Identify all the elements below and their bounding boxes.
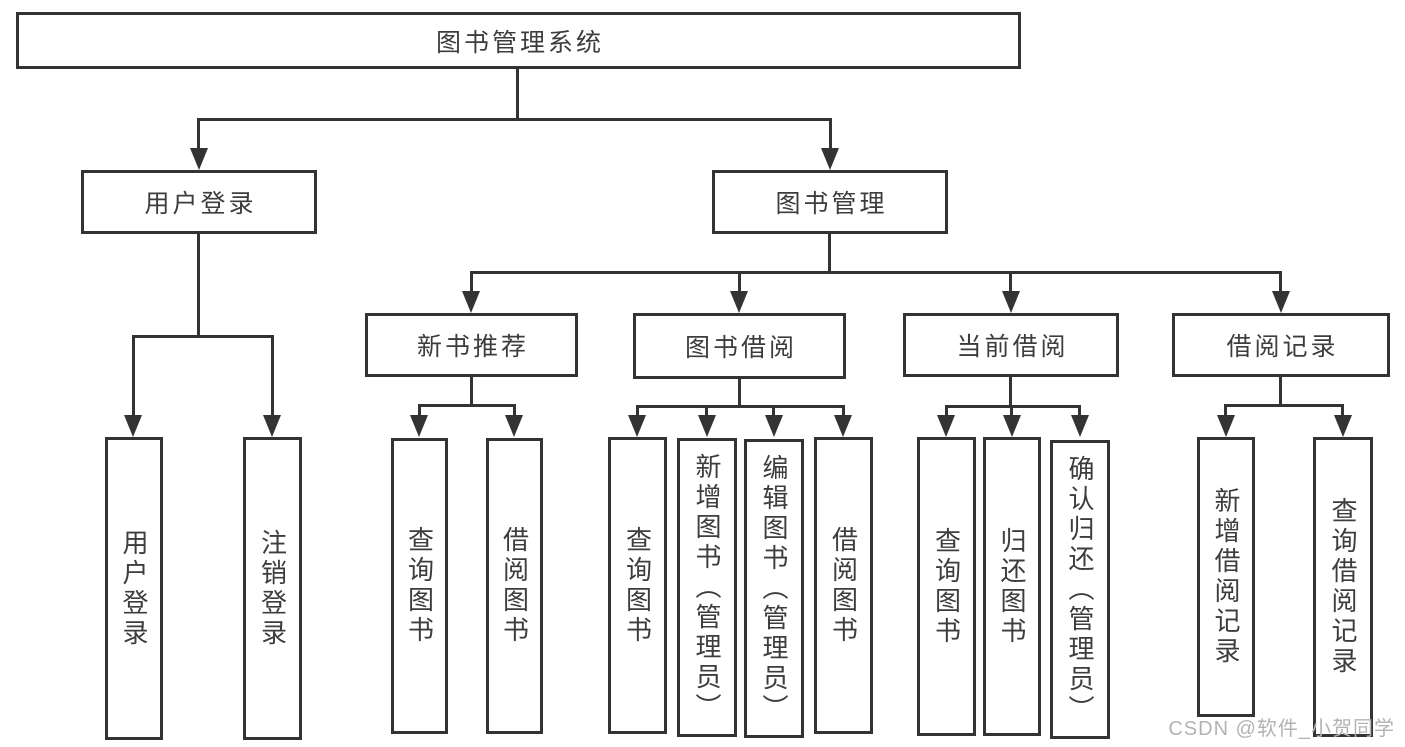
connector-book-borrowing-drop-2 [705,405,708,418]
node-label: 注销登录 [257,528,288,649]
node-borrowing-records: 借阅记录 [1172,313,1390,377]
connector-drop-current-borrowing [1009,271,1012,293]
connector-book-borrowing-rail [636,405,844,408]
arrowhead-borrow-books-2 [834,415,852,437]
arrowhead-logout-leaf [263,415,281,437]
node-query-books-1: 查询图书 [391,438,448,734]
connector-borrowing-records-drop-2 [1341,404,1344,418]
connector-book-management-stem [828,233,831,273]
connector-drop-borrowing-records [1279,271,1282,293]
node-user-login: 用户登录 [81,170,317,234]
connector-borrowing-records-stem [1279,377,1282,406]
connector-root-stem [516,68,519,121]
node-new-book-recommend: 新书推荐 [365,313,578,377]
node-query-books-3: 查询图书 [917,437,976,736]
node-borrow-books-2: 借阅图书 [814,437,873,734]
node-label: 借阅图书 [499,526,530,646]
node-query-borrow-record: 查询借阅记录 [1313,437,1373,737]
arrowhead-borrowing-records [1272,291,1290,313]
connector-current-borrowing-drop-3 [1078,405,1081,418]
node-add-books-admin: 新增图书（管理员） [677,438,737,737]
node-confirm-return-admin: 确认归还（管理员） [1050,440,1110,739]
arrowhead-book-borrowing [730,291,748,313]
node-add-borrow-record: 新增借阅记录 [1197,437,1255,717]
connector-new-book-drop-1 [418,404,421,418]
node-label: 确认归还（管理员） [1065,454,1095,725]
connector-root-rail [197,118,832,121]
connector-user-login-stem [197,233,200,337]
arrowhead-add-books [698,415,716,437]
node-label: 查询图书 [622,525,653,646]
arrowhead-borrow-books-1 [505,415,523,437]
node-return-books: 归还图书 [983,437,1041,736]
node-book-borrowing: 图书借阅 [633,313,846,379]
connector-user-login-rail [132,335,274,338]
node-root: 图书管理系统 [16,12,1021,69]
node-borrow-books-1: 借阅图书 [486,438,543,734]
connector-book-borrowing-drop-1 [636,405,639,418]
connector-book-borrowing-stem [738,379,741,407]
connector-borrowing-records-rail [1224,404,1344,407]
connector-current-borrowing-stem [1009,377,1012,407]
connector-new-book-stem [470,377,473,407]
node-edit-books-admin: 编辑图书（管理员） [744,439,804,738]
connector-user-login-drop-2 [271,335,274,417]
arrowhead-add-borrow-record [1217,415,1235,437]
node-book-management: 图书管理 [712,170,948,234]
node-label: 归还图书 [997,526,1027,647]
arrowhead-confirm-return [1071,415,1089,437]
arrowhead-new-book-recommend [462,291,480,313]
node-label: 新增借阅记录 [1211,487,1241,667]
connector-current-borrowing-drop-2 [1010,405,1013,418]
node-label: 借阅图书 [828,525,859,646]
connector-drop-book-borrowing [738,271,741,293]
connector-new-book-rail [418,404,516,407]
node-label: 查询图书 [404,526,435,646]
node-user-login-leaf: 用户登录 [105,437,163,740]
csdn-watermark: CSDN @软件_小贺同学 [1168,718,1395,740]
connector-user-login-drop-1 [132,335,135,417]
arrowhead-user-login [190,148,208,170]
connector-book-borrowing-drop-3 [772,405,775,418]
node-label: 用户登录 [119,528,149,649]
arrowhead-book-management [821,148,839,170]
arrowhead-edit-books [765,415,783,437]
node-label: 新增图书（管理员） [692,452,722,723]
arrowhead-query-books-2 [628,415,646,437]
node-label: 查询借阅记录 [1328,497,1358,677]
arrowhead-query-books-1 [410,415,428,437]
connector-new-book-drop-2 [513,404,516,418]
node-label: 查询图书 [931,526,962,647]
node-current-borrowing: 当前借阅 [903,313,1119,377]
node-logout-leaf: 注销登录 [243,437,302,740]
arrowhead-user-login-leaf [124,415,142,437]
node-label: 编辑图书（管理员） [759,453,789,724]
arrowhead-return-books [1003,415,1021,437]
arrowhead-current-borrowing [1002,291,1020,313]
connector-current-borrowing-drop-1 [945,405,948,418]
connector-book-borrowing-drop-4 [842,405,845,418]
connector-root-drop-right [829,118,832,151]
node-query-books-2: 查询图书 [608,437,667,734]
connector-root-drop-left [197,118,200,151]
connector-book-management-rail [470,271,1281,274]
connector-borrowing-records-drop-1 [1224,404,1227,418]
arrowhead-query-books-3 [937,415,955,437]
connector-drop-new-book [470,271,473,293]
arrowhead-query-borrow-record [1334,415,1352,437]
